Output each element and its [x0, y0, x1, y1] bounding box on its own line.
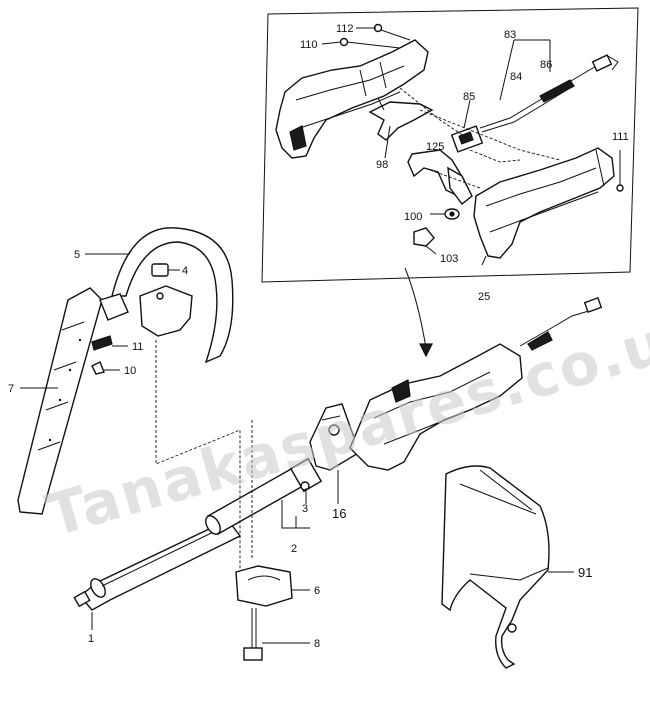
handle-inset: [261, 7, 639, 283]
label-86: 86: [540, 59, 552, 71]
label-103: 103: [440, 253, 458, 265]
screw-111: [616, 150, 624, 192]
clamp-3: [289, 457, 323, 493]
nut-4: [151, 263, 169, 277]
throttle-125: [407, 149, 473, 205]
inset-frame: [261, 7, 639, 283]
nut-103: [413, 227, 435, 247]
label-84: 84: [510, 71, 522, 83]
loop-clamp-block: [99, 285, 193, 337]
label-98: 98: [376, 159, 388, 171]
label-11: 11: [132, 341, 143, 353]
label-111: 111: [612, 131, 629, 143]
screw-10: [91, 361, 105, 375]
label-5: 5: [74, 249, 80, 261]
arrow-head: [419, 343, 433, 358]
shoulder-strap-91: [441, 465, 550, 669]
washer-11: [91, 335, 113, 351]
assembly-arrow: [404, 267, 427, 349]
loop-handle-5: [111, 227, 234, 364]
label-3: 3: [302, 503, 308, 515]
clamp-6: [235, 565, 293, 607]
switch-85: [450, 125, 484, 153]
handle-right-half: [473, 147, 615, 259]
label-110: 110: [300, 39, 318, 51]
washer-100: [444, 208, 460, 220]
label-1: 1: [88, 633, 94, 645]
bracket-2: [281, 500, 310, 529]
wire-harness-86: [479, 54, 619, 133]
handle-bracket-16: [309, 403, 361, 471]
trigger-98: [368, 97, 434, 141]
bolt-8: [243, 608, 263, 661]
label-25: 25: [478, 291, 490, 303]
label-6: 6: [314, 585, 320, 597]
grip-7: [17, 287, 103, 515]
label-8: 8: [314, 638, 320, 650]
label-10: 10: [124, 365, 136, 377]
screw-112: [373, 23, 411, 41]
label-83: 83: [504, 29, 516, 41]
screw-110: [339, 37, 401, 49]
label-2: 2: [291, 543, 297, 555]
outer-tube-2: [205, 463, 311, 535]
label-100: 100: [404, 211, 422, 223]
label-16: 16: [332, 506, 346, 521]
label-4: 4: [182, 265, 188, 277]
label-91: 91: [578, 565, 592, 580]
assembled-handle: [349, 297, 603, 471]
label-125: 125: [426, 141, 444, 153]
label-7: 7: [8, 383, 14, 395]
label-85: 85: [463, 91, 475, 103]
label-112: 112: [336, 23, 354, 35]
handle-left-half: [275, 39, 429, 159]
